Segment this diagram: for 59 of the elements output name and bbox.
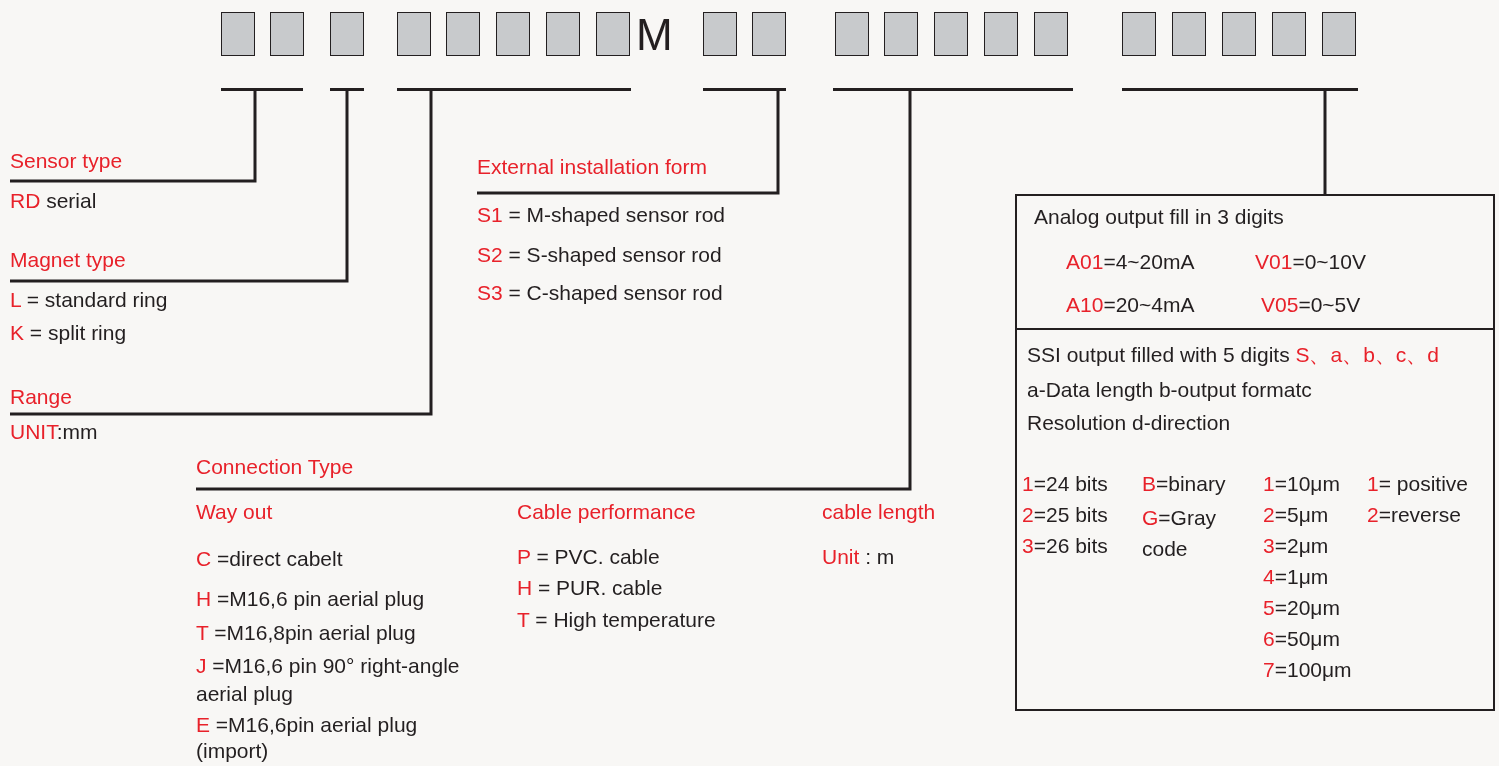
output-options-box (1015, 194, 1495, 711)
underline-bar (703, 88, 786, 91)
section-heading: Way out (196, 499, 273, 525)
code-option: RD serial (10, 188, 97, 214)
leader-line (10, 91, 349, 283)
code-option: 1=24 bits (1022, 471, 1108, 497)
code-option: T =M16,8pin aerial plug (196, 620, 416, 646)
code-option: G=Gray code (1142, 502, 1242, 564)
description-text: SSI output filled with 5 digits S、a、b、c、d (1027, 342, 1440, 368)
code-option: 3=26 bits (1022, 533, 1108, 559)
code-option: 4=1μm (1263, 564, 1329, 590)
code-option: V05=0~5V (1261, 292, 1361, 318)
code-letter: M (636, 12, 673, 58)
code-option: A10=20~4mA (1066, 292, 1195, 318)
code-option: 3=2μm (1263, 533, 1329, 559)
code-option: 5=20μm (1263, 595, 1340, 621)
leader-line (10, 91, 433, 416)
section-heading: Sensor type (10, 148, 123, 174)
leader-line (1323, 91, 1327, 194)
code-option: V01=0~10V (1255, 249, 1366, 275)
underline-bar (1122, 88, 1358, 91)
code-option: H = PUR. cable (517, 575, 663, 601)
code-option: J =M16,6 pin 90° right-angle aerial plug (196, 652, 496, 708)
leader-line (477, 91, 780, 195)
code-option: P = PVC. cable (517, 544, 660, 570)
underline-bar (221, 88, 303, 91)
description-text: a-Data length b-output formatc Resolution d-direction (1027, 377, 1313, 436)
code-option: L = standard ring (10, 287, 168, 313)
code-option: S2 = S-shaped sensor rod (477, 242, 722, 268)
code-option: 6=50μm (1263, 626, 1340, 652)
code-option: E =M16,6pin aerial plug (import) (196, 712, 476, 764)
code-option: 2=25 bits (1022, 502, 1108, 528)
code-option: C =direct cabelt (196, 546, 343, 572)
underline-bar (833, 88, 1073, 91)
code-option: UNIT:mm (10, 419, 98, 445)
code-option: 2=5μm (1263, 502, 1329, 528)
section-heading: Range (10, 384, 72, 410)
code-option: S1 = M-shaped sensor rod (477, 202, 726, 228)
code-option: A01=4~20mA (1066, 249, 1195, 275)
code-option: 1= positive (1367, 471, 1468, 497)
description-text: Analog output fill in 3 digits (1034, 204, 1284, 230)
code-option: Unit : m (822, 544, 895, 570)
code-option: B=binary (1142, 471, 1226, 497)
code-option: 2=reverse (1367, 502, 1461, 528)
section-heading: Magnet type (10, 247, 126, 273)
code-option: S3 = C-shaped sensor rod (477, 280, 723, 306)
code-option: K = split ring (10, 320, 127, 346)
code-option: 1=10μm (1263, 471, 1340, 497)
section-heading: External installation form (477, 154, 707, 180)
leader-line (196, 91, 912, 491)
section-heading: Connection Type (196, 454, 354, 480)
leader-line (10, 91, 257, 183)
code-option: H =M16,6 pin aerial plug (196, 586, 425, 612)
underline-bar (397, 88, 631, 91)
code-option: 7=100μm (1263, 657, 1352, 683)
code-option: T = High temperature (517, 607, 716, 633)
section-heading: Cable performance (517, 499, 696, 525)
section-heading: cable length (822, 499, 936, 525)
underline-bar (330, 88, 364, 91)
